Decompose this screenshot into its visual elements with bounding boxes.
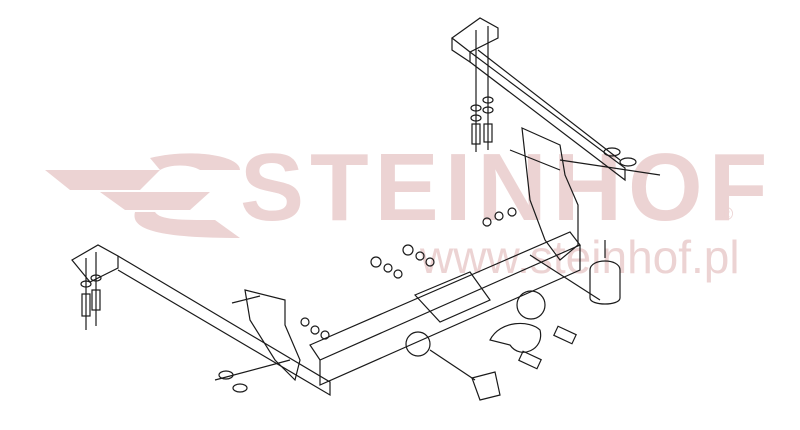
main-cross-beam xyxy=(309,231,581,386)
center-fasteners xyxy=(300,207,517,340)
right-bracket-bolts xyxy=(470,26,494,152)
left-bracket-arm xyxy=(71,244,331,397)
hitch-bolts xyxy=(518,325,577,370)
steinhof-logo-swoosh-icon xyxy=(45,153,240,238)
right-side-plate xyxy=(509,127,661,261)
tow-ball xyxy=(489,254,601,353)
electrical-socket xyxy=(405,331,501,401)
right-bracket-arm xyxy=(450,17,626,182)
tow-ball-cap xyxy=(589,240,621,305)
left-side-plate xyxy=(214,289,301,393)
watermark-registered-mark: ® xyxy=(720,204,734,224)
watermark-brand: STEINHOF xyxy=(240,134,774,241)
